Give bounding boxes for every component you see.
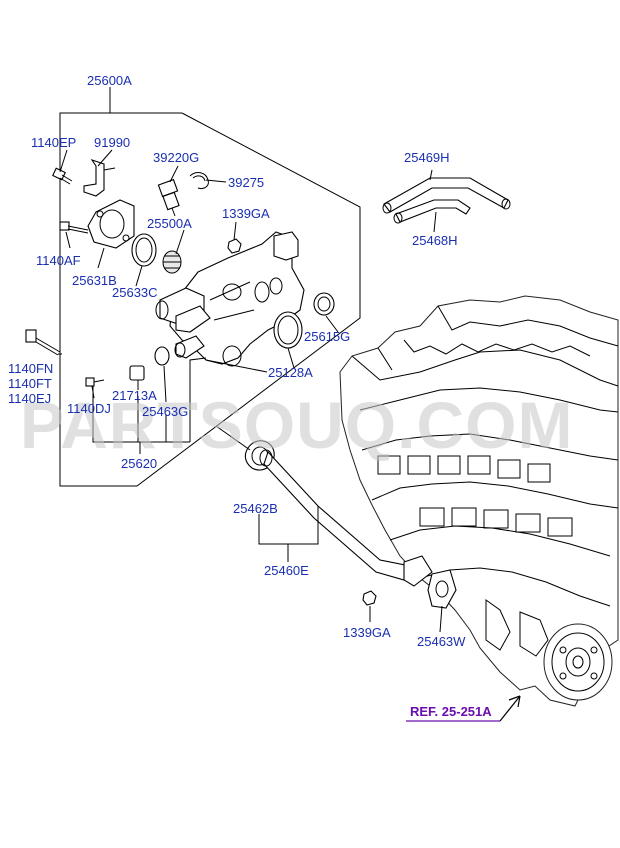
pipe-25460e-drawing (259, 449, 433, 587)
label-1140ep[interactable]: 1140EP (31, 135, 76, 150)
label-21713a[interactable]: 21713A (112, 388, 157, 403)
assembly-frame (59, 87, 361, 487)
gasket-25463w-drawing (427, 569, 457, 609)
cap-21713a-drawing (129, 365, 145, 381)
label-25469h[interactable]: 25469H (404, 150, 450, 165)
water-housing-drawing (155, 231, 305, 367)
label-25460e[interactable]: 25460E (264, 563, 309, 578)
label-25500a[interactable]: 25500A (147, 216, 192, 231)
label-25600a[interactable]: 25600A (87, 73, 132, 88)
label-91990[interactable]: 91990 (94, 135, 130, 150)
ref-arrow-icon (499, 695, 521, 722)
label-25631b[interactable]: 25631B (72, 273, 117, 288)
oring-25463g-drawing (154, 346, 170, 366)
label-39220g[interactable]: 39220G (153, 150, 199, 165)
label-1140fn[interactable]: 1140FN (8, 361, 53, 376)
bolt-1140dj-drawing (85, 377, 105, 387)
leader-lines (58, 149, 443, 633)
label-1140dj[interactable]: 1140DJ (67, 401, 111, 416)
watermark-text: PARTSOUQ.COM (20, 388, 573, 462)
label-25468h[interactable]: 25468H (412, 233, 458, 248)
label-1339ga-top[interactable]: 1339GA (222, 206, 270, 221)
label-39275[interactable]: 39275 (228, 175, 264, 190)
engine-block-drawing (339, 295, 619, 707)
label-25463w[interactable]: 25463W (417, 634, 466, 649)
sensor-39220g-drawing (157, 178, 180, 217)
label-25615g[interactable]: 25615G (304, 329, 350, 344)
bracket-91990-drawing (83, 158, 116, 197)
label-1339ga-bottom[interactable]: 1339GA (343, 625, 391, 640)
label-25620[interactable]: 25620 (121, 456, 157, 471)
label-25463g[interactable]: 25463G (142, 404, 188, 419)
bolt-1140af-drawing (59, 221, 89, 234)
gasket-25128a-drawing (273, 311, 303, 349)
label-1140af[interactable]: 1140AF (36, 253, 81, 268)
gasket-25633c-drawing (131, 233, 157, 267)
hose-25468h-drawing (393, 199, 471, 224)
nut-1339ga-bottom-drawing (362, 590, 377, 606)
nut-1339ga-top-drawing (227, 238, 242, 254)
label-1140ft[interactable]: 1140FT (8, 376, 52, 391)
label-25128a[interactable]: 25128A (268, 365, 313, 380)
label-25633c[interactable]: 25633C (112, 285, 158, 300)
leader-frame-pipe (215, 425, 251, 451)
bracket-25620 (92, 357, 207, 443)
label-25462b[interactable]: 25462B (233, 501, 278, 516)
bolt-1140fn-drawing (25, 329, 61, 356)
clip-39275-drawing (189, 172, 209, 189)
thermostat-cover-25631b-drawing (87, 199, 135, 249)
thermostat-25500a-drawing (162, 250, 182, 274)
bolt-1140ep-drawing (52, 167, 73, 185)
gasket-25615g-drawing (313, 292, 335, 316)
hose-25469h-drawing (382, 177, 511, 214)
label-1140ej[interactable]: 1140EJ (8, 391, 51, 406)
ref-label-25-251a[interactable]: REF. 25-251A (410, 704, 492, 719)
